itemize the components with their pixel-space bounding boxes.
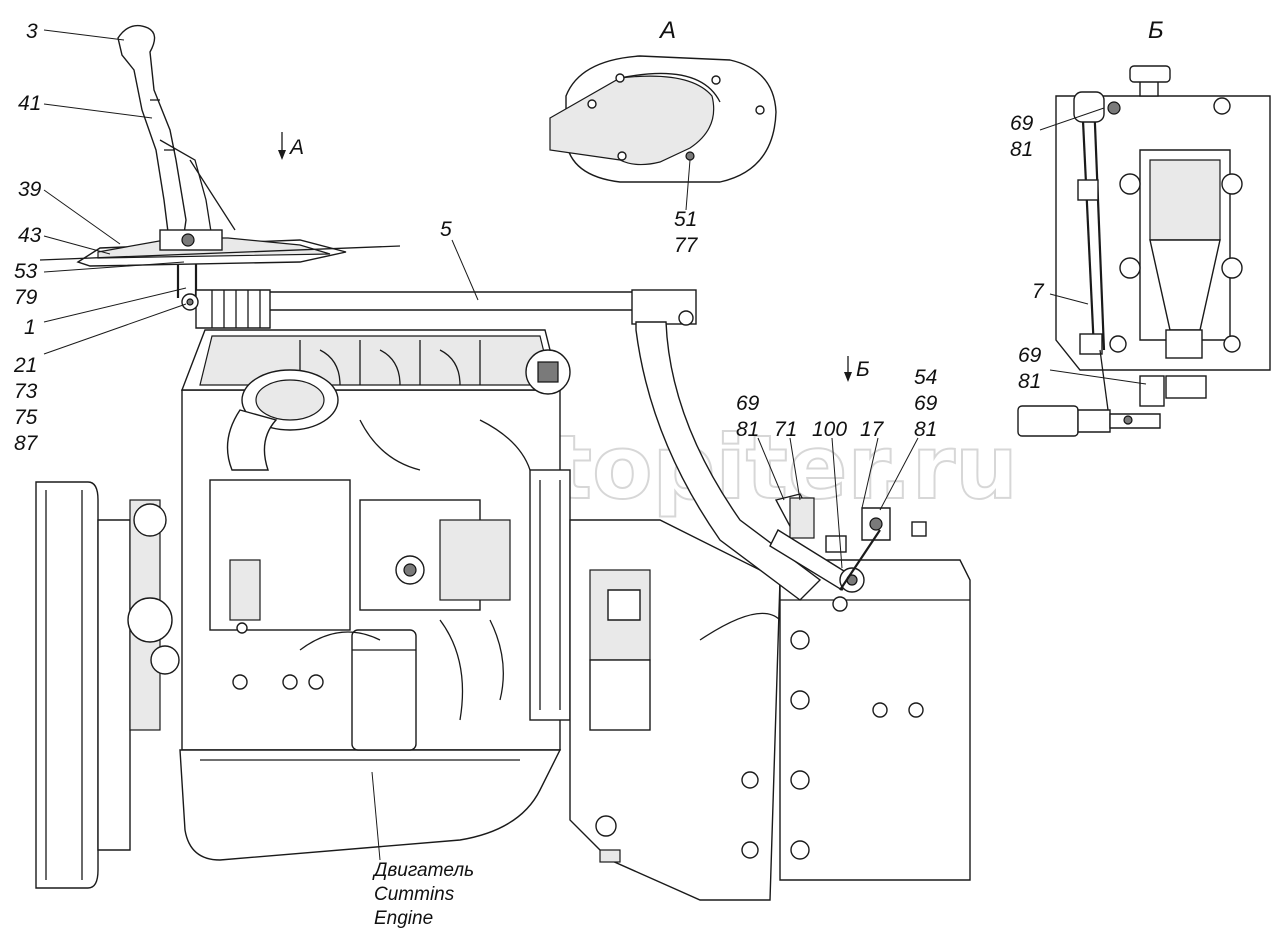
callout-81-mid: 81 <box>1018 370 1041 393</box>
lever-boot-plate <box>39 229 401 267</box>
engine-caption-line1: Двигатель <box>372 860 474 881</box>
callout-53: 53 <box>14 260 38 283</box>
callout-81-top: 81 <box>1010 138 1033 161</box>
view-b-label: Б <box>1148 17 1164 44</box>
view-a-arrow <box>278 132 286 160</box>
callout-1: 1 <box>24 316 36 339</box>
callout-51: 51 <box>674 208 697 231</box>
callout-41: 41 <box>18 92 41 115</box>
shift-linkage <box>769 493 927 612</box>
callout-3: 3 <box>26 20 38 43</box>
gear-shift-lever <box>117 24 236 298</box>
callout-5: 5 <box>440 218 452 241</box>
callout-39: 39 <box>18 178 42 201</box>
callout-79: 79 <box>14 286 38 309</box>
callout-leaders <box>43 29 1147 861</box>
detail-view-a <box>549 55 777 183</box>
callout-87: 87 <box>14 432 39 455</box>
gearbox-housing <box>569 519 971 901</box>
view-b-arrow <box>844 356 852 382</box>
callout-73: 73 <box>14 380 38 403</box>
callout-100: 100 <box>812 418 847 441</box>
engine-caption-line2: Cummins <box>374 884 455 905</box>
detail-view-b <box>1017 65 1271 437</box>
callout-81-right: 81 <box>914 418 937 441</box>
callout-69-left: 69 <box>736 392 760 415</box>
view-b-arrow-label: Б <box>856 358 870 381</box>
callout-71: 71 <box>774 418 797 441</box>
callout-7: 7 <box>1032 280 1045 303</box>
crankshaft-pulley <box>35 481 180 889</box>
engine-block <box>179 329 571 861</box>
callout-21: 21 <box>13 354 37 377</box>
engine-caption-line3: Engine <box>374 908 433 929</box>
callout-77: 77 <box>674 234 699 257</box>
callout-81-left: 81 <box>736 418 759 441</box>
callout-43: 43 <box>18 224 42 247</box>
callout-69-top: 69 <box>1010 112 1034 135</box>
view-a-arrow-label: А <box>288 136 304 159</box>
callout-69-right: 69 <box>914 392 938 415</box>
callout-75: 75 <box>14 406 38 429</box>
callout-69-mid: 69 <box>1018 344 1042 367</box>
shift-rod-5 <box>181 289 822 601</box>
callout-17: 17 <box>860 418 885 441</box>
view-a-label: А <box>658 17 676 44</box>
callout-54: 54 <box>914 366 937 389</box>
